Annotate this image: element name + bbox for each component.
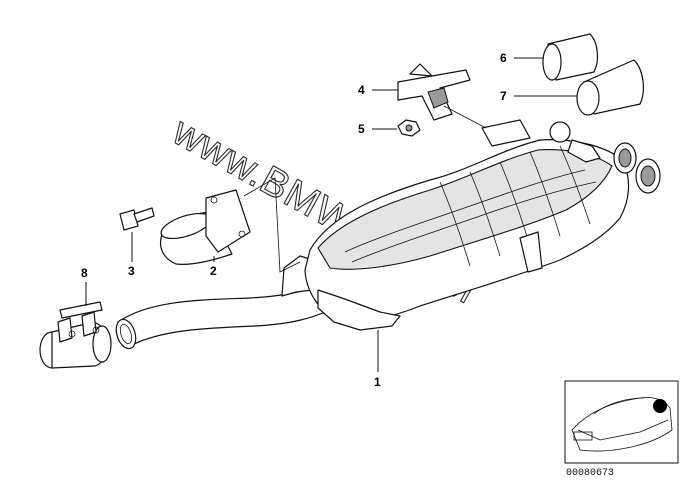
callout-8: 8: [81, 266, 88, 280]
callout-5: 5: [358, 122, 365, 136]
reference-code: 00080673: [566, 468, 614, 479]
callout-7: 7: [500, 89, 507, 103]
tailpipe-connector: 2: [159, 189, 251, 278]
callout-1: 1: [374, 375, 381, 389]
callout-6: 6: [500, 51, 507, 65]
callout-4: 4: [358, 83, 365, 97]
rear-silencer: 1: [115, 119, 661, 389]
pipe-clamp: 8: [39, 266, 112, 369]
callout-3: 3: [128, 264, 135, 278]
location-marker-icon: [653, 399, 667, 413]
car-location-inset: 00080673: [564, 380, 679, 479]
callout-2: 2: [210, 264, 217, 278]
bolt: 3: [119, 207, 155, 278]
tailpipe-trim-large: 7: [500, 59, 644, 116]
nut: 5: [358, 119, 421, 137]
assembly-guides: [243, 177, 301, 273]
tailpipe-trim-small: 6: [500, 33, 599, 81]
hanger-bracket: 4: [358, 63, 487, 129]
